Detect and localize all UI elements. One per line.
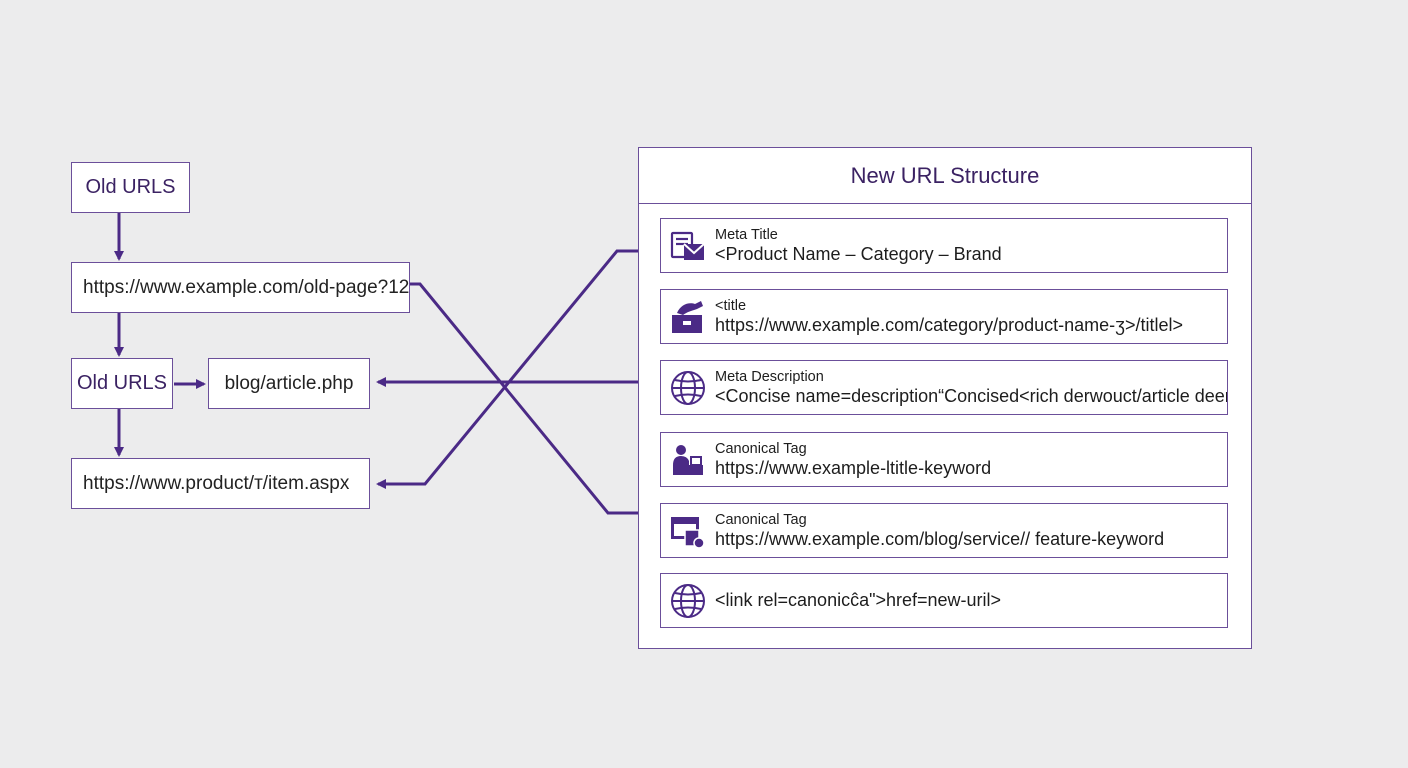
old-urls-heading-mid: Old URLS [71, 358, 173, 409]
globe-icon [669, 582, 707, 620]
old-url-1: https://www.example.com/old-page?123 [71, 262, 410, 313]
row-value: https://www.example.com/category/product… [715, 314, 1184, 335]
title-tag-row: <title https://www.example.com/category/… [660, 289, 1228, 344]
row-label: Canonical Tag [715, 511, 807, 528]
meta-title-row: Meta Title <Product Name – Category – Br… [660, 218, 1228, 273]
row-value: <link rel=canonicĉa">href=new-uril> [715, 590, 1002, 610]
new-url-structure-panel: New URL Structure Meta Title <Product Na… [638, 147, 1252, 649]
row-label: <title [715, 297, 747, 314]
row-label: Meta Title [715, 226, 778, 243]
old-url-2: https://www.product/т/item.aspx [71, 458, 370, 509]
row-value: <Product Name – Category – Brand [715, 243, 1002, 264]
row-value: <Concise name=description“Concised<rich … [715, 385, 1228, 406]
inbox-hand-icon [669, 298, 707, 336]
panel-title: New URL Structure [639, 148, 1251, 204]
blog-article-url: blog/article.php [208, 358, 370, 409]
old-urls-heading-top: Old URLS [71, 162, 190, 213]
row-value: https://www.example.com/blog/service// f… [715, 528, 1165, 549]
window-badge-icon [669, 512, 707, 550]
person-desk-icon [669, 441, 707, 479]
row-label: Canonical Tag [715, 440, 807, 457]
row-label: Meta Description [715, 368, 824, 385]
envelope-list-icon [669, 227, 707, 265]
line-url1-to-panel [410, 282, 638, 515]
line-panel-to-url2 [376, 249, 638, 489]
link-canonical-row: <link rel=canonicĉa">href=new-uril> [660, 573, 1228, 628]
canonical-tag-row-2: Canonical Tag https://www.example.com/bl… [660, 503, 1228, 558]
globe-icon [669, 369, 707, 407]
meta-description-row: Meta Description <Concise name=descripti… [660, 360, 1228, 415]
row-value: https://www.example-ltitle-keyword [715, 457, 992, 478]
canonical-tag-row-1: Canonical Tag https://www.example-ltitle… [660, 432, 1228, 487]
